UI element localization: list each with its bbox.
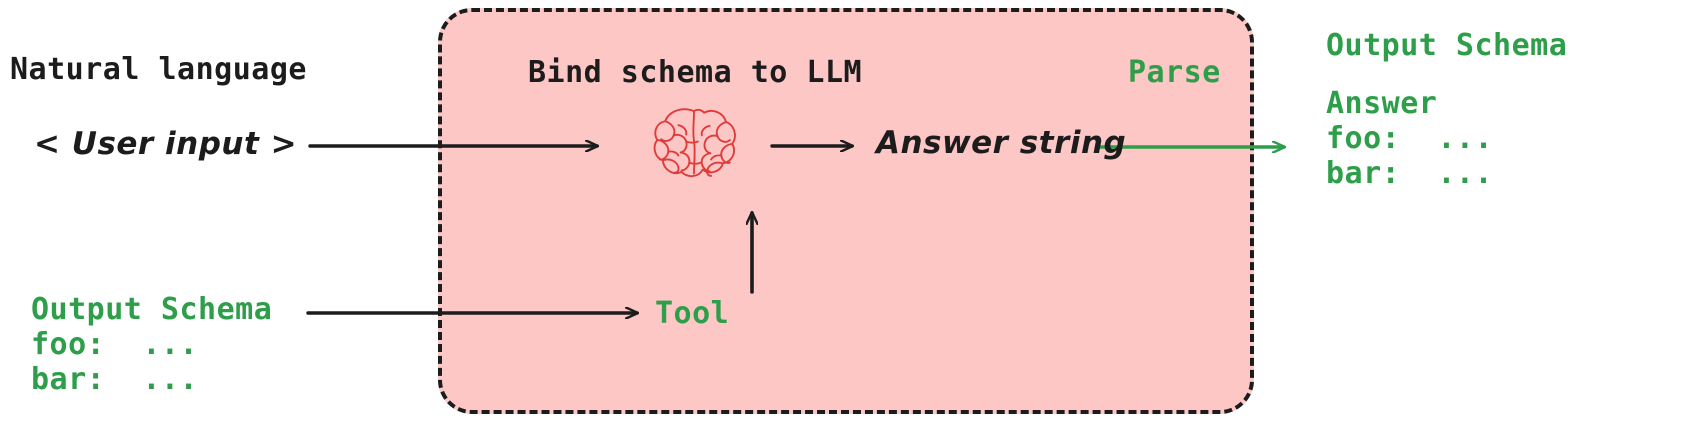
bind-schema-to-llm-label: Bind schema to LLM bbox=[528, 55, 863, 90]
user-input-label: < User input > bbox=[34, 126, 298, 162]
natural-language-label: Natural language bbox=[10, 52, 307, 87]
output-schema-title: Output Schema bbox=[1326, 28, 1568, 63]
output-schema-body: Answer foo: ... bar: ... bbox=[1326, 86, 1494, 191]
parse-label: Parse bbox=[1128, 55, 1221, 90]
input-output-schema-block: Output Schema foo: ... bar: ... bbox=[31, 292, 273, 397]
answer-string-label: Answer string bbox=[876, 125, 1127, 161]
llm-region-box bbox=[438, 8, 1254, 414]
tool-label: Tool bbox=[655, 296, 730, 331]
